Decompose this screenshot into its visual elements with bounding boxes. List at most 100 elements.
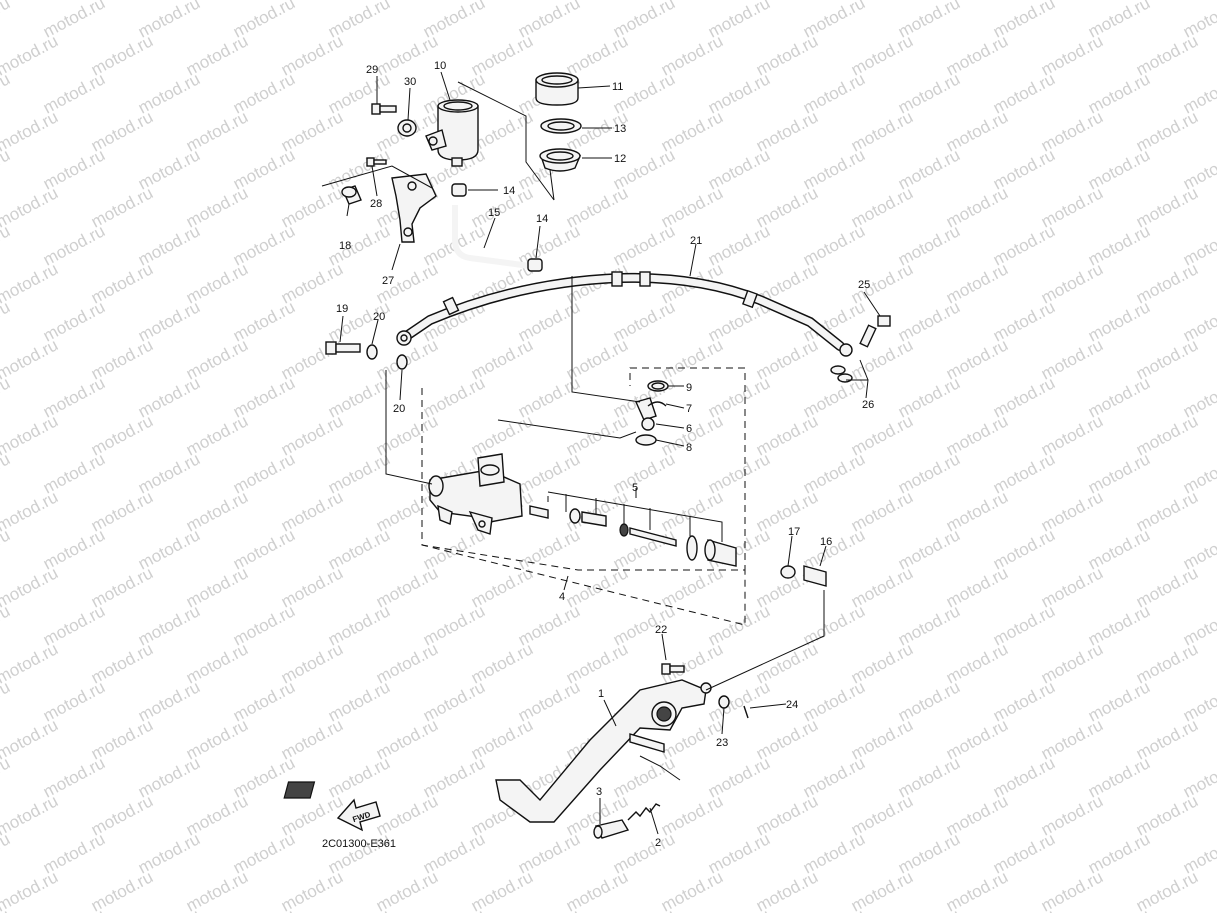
diaphragm-plate[interactable] (540, 118, 582, 134)
callout-14-upper[interactable]: 14 (503, 185, 515, 197)
reservoir-bracket[interactable] (391, 173, 437, 243)
o-ring-9[interactable] (647, 380, 669, 392)
watermark-text: motod.ru (515, 905, 583, 913)
callout-16[interactable]: 16 (820, 536, 832, 548)
leader-lines (321, 71, 881, 835)
callout-5[interactable]: 5 (632, 482, 638, 494)
watermark-text: motod.ru (0, 221, 13, 269)
watermark-text: motod.ru (0, 639, 61, 687)
watermark-text: motod.ru (0, 677, 13, 725)
hose-clamp-upper[interactable] (451, 183, 467, 197)
pedal-bolt-22[interactable] (661, 663, 685, 675)
watermark-text: motod.ru (0, 31, 61, 79)
callout-11[interactable]: 11 (612, 81, 623, 93)
watermark-text: motod.ru (895, 905, 963, 913)
reservoir-tank[interactable] (425, 99, 479, 167)
watermark-text: motod.ru (0, 335, 61, 383)
watermark-text: motod.ru (990, 905, 1058, 913)
callout-15[interactable]: 15 (488, 207, 500, 219)
copper-washer-upper[interactable] (366, 344, 378, 360)
return-spring-2[interactable] (627, 803, 661, 821)
o-ring-8[interactable] (635, 434, 657, 446)
callout-7[interactable]: 7 (686, 403, 692, 415)
cotter-pin-24[interactable] (743, 705, 749, 719)
brake-hose[interactable] (396, 271, 853, 357)
watermark-text: motod.ru (0, 829, 13, 877)
callout-18[interactable]: 18 (339, 240, 351, 252)
watermark-text: motod.ru (0, 69, 13, 117)
master-cylinder-assy-outline (421, 388, 746, 626)
callout-24[interactable]: 24 (786, 699, 798, 711)
grommet[interactable] (397, 119, 417, 137)
diaphragm[interactable] (539, 148, 582, 172)
callout-30[interactable]: 30 (404, 76, 416, 88)
master-cylinder-body[interactable] (428, 453, 523, 535)
reservoir-bolt[interactable] (371, 103, 397, 115)
callout-8[interactable]: 8 (686, 442, 692, 454)
callout-26[interactable]: 26 (862, 399, 874, 411)
callout-12[interactable]: 12 (614, 153, 626, 165)
hose-clamp-lower[interactable] (527, 258, 543, 272)
callout-labels: 29 30 10 11 13 12 14 15 14 21 28 18 27 1… (336, 60, 874, 849)
watermark-text: motod.ru (0, 297, 13, 345)
callout-1[interactable]: 1 (598, 688, 604, 700)
watermark-text: motod.ru (325, 905, 393, 913)
nut-17[interactable] (780, 565, 796, 579)
watermark-text: motod.ru (0, 107, 61, 155)
watermark-text: motod.ru (1085, 905, 1153, 913)
callout-20-upper[interactable]: 20 (373, 311, 385, 323)
watermark-text: motod.ru (0, 183, 61, 231)
brake-pedal[interactable] (283, 679, 712, 823)
callout-17[interactable]: 17 (788, 526, 800, 538)
watermark-text: motod.ru (0, 753, 13, 801)
collar-3[interactable] (593, 819, 630, 839)
watermark-text: motod.ru (0, 145, 13, 193)
reservoir-cap[interactable] (535, 72, 579, 106)
callout-6[interactable]: 6 (686, 423, 692, 435)
callout-20-lower[interactable]: 20 (393, 403, 405, 415)
piston-kit[interactable] (529, 505, 737, 567)
copper-washer-lower[interactable] (396, 354, 408, 370)
watermark-text: motod.ru (0, 0, 13, 42)
callout-2[interactable]: 2 (655, 837, 661, 849)
reservoir-hose[interactable] (452, 205, 531, 269)
callout-25[interactable]: 25 (858, 279, 870, 291)
watermark-text: motod.ru (0, 791, 61, 839)
callout-28[interactable]: 28 (370, 198, 382, 210)
washer-23[interactable] (718, 695, 730, 709)
callout-3[interactable]: 3 (596, 786, 602, 798)
watermark-text: motod.ru (0, 373, 13, 421)
watermark-text: motod.ru (0, 563, 61, 611)
callout-14-lower[interactable]: 14 (536, 213, 548, 225)
callout-27[interactable]: 27 (382, 275, 394, 287)
diagram-code: 2C01300-E361 (322, 838, 396, 850)
watermark-text: motod.ru (705, 905, 773, 913)
callout-29[interactable]: 29 (366, 64, 378, 76)
callout-4[interactable]: 4 (559, 591, 565, 603)
union-bolt-right[interactable] (859, 315, 891, 348)
watermark-text: motod.ru (0, 411, 61, 459)
watermark-text: motod.ru (610, 905, 678, 913)
watermark-text: motod.ru (800, 905, 868, 913)
callout-9[interactable]: 9 (686, 382, 692, 394)
collar[interactable] (341, 185, 362, 205)
union-bolt-left[interactable] (325, 341, 361, 355)
circlip-7[interactable] (647, 401, 667, 407)
callout-22[interactable]: 22 (655, 624, 667, 636)
callout-23[interactable]: 23 (716, 737, 728, 749)
watermark-text: motod.ru (1180, 905, 1217, 913)
callout-13[interactable]: 13 (614, 123, 626, 135)
fwd-arrow-icon: FWD (336, 798, 381, 832)
callout-10[interactable]: 10 (434, 60, 446, 72)
watermark-text: motod.ru (0, 525, 13, 573)
watermark-text: motod.ru (0, 449, 13, 497)
callout-19[interactable]: 19 (336, 303, 348, 315)
callout-21[interactable]: 21 (690, 235, 702, 247)
watermark-text: motod.ru (0, 867, 61, 913)
clevis-16[interactable] (803, 565, 827, 587)
watermark-text: motod.ru (40, 905, 108, 913)
bracket-screw[interactable] (366, 157, 387, 167)
